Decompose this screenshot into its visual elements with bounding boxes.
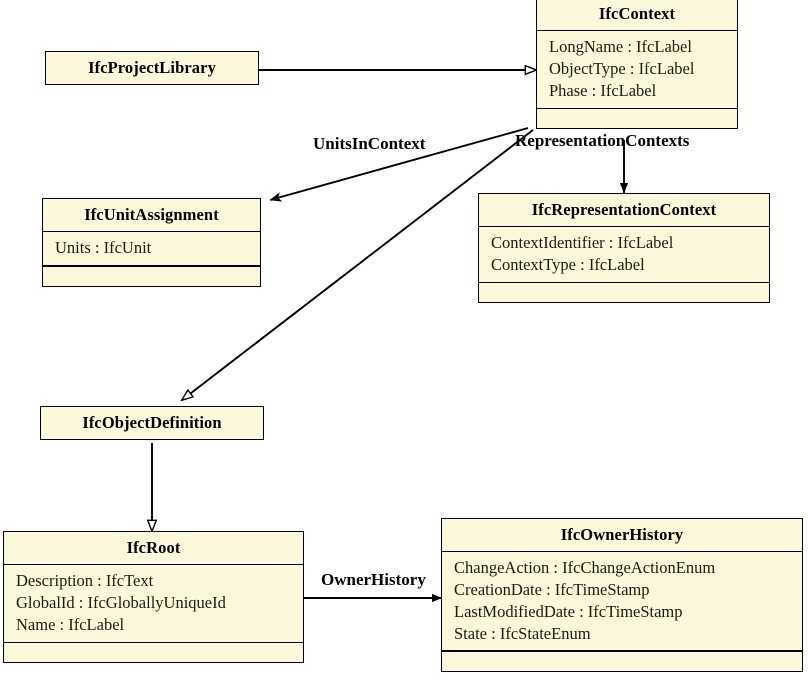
- class-title-ifc-object-definition: IfcObjectDefinition: [82, 413, 222, 432]
- class-separator: [4, 641, 303, 644]
- class-attributes-ifc-unit-assignment: Units : IfcUnit: [43, 232, 260, 265]
- class-separator: [43, 265, 260, 267]
- attribute-row: ContextType : IfcLabel: [491, 255, 645, 275]
- class-box-ifc-object-definition[interactable]: IfcObjectDefinition: [40, 406, 264, 440]
- class-separator: [537, 107, 737, 110]
- class-separator: [479, 281, 769, 284]
- class-box-ifc-unit-assignment[interactable]: IfcUnitAssignment Units : IfcUnit: [42, 198, 261, 287]
- class-attributes-ifc-representation-context: ContextIdentifier : IfcLabel ContextType…: [479, 227, 769, 282]
- class-separator: [4, 564, 303, 566]
- class-operations-ifc-root: [4, 643, 303, 662]
- edge-label-units-in-context: UnitsInContext: [313, 134, 426, 153]
- class-attributes-ifc-owner-history: ChangeAction : IfcChangeActionEnum Creat…: [442, 552, 802, 650]
- attribute-row: LastModifiedDate : IfcTimeStamp: [454, 601, 683, 621]
- class-box-ifc-root[interactable]: IfcRoot Description : IfcText GlobalId :…: [3, 531, 304, 664]
- class-separator: [43, 231, 260, 233]
- attribute-row: CreationDate : IfcTimeStamp: [454, 580, 650, 600]
- class-box-ifc-representation-context[interactable]: IfcRepresentationContext ContextIdentifi…: [478, 193, 770, 304]
- attribute-row: GlobalId : IfcGloballyUniqueId: [16, 593, 226, 613]
- class-box-ifc-context[interactable]: IfcContext LongName : IfcLabel ObjectTyp…: [536, 0, 738, 130]
- class-separator: [537, 30, 737, 32]
- attribute-row: State : IfcStateEnum: [454, 623, 591, 643]
- class-separator: [479, 226, 769, 228]
- attribute-row: Name : IfcLabel: [16, 614, 125, 634]
- attribute-row: ObjectType : IfcLabel: [549, 59, 695, 79]
- class-attributes-ifc-root: Description : IfcText GlobalId : IfcGlob…: [4, 565, 303, 641]
- attribute-row: ChangeAction : IfcChangeActionEnum: [454, 558, 716, 578]
- attribute-row: ContextIdentifier : IfcLabel: [491, 233, 674, 253]
- attribute-row: Units : IfcUnit: [55, 238, 152, 258]
- edge-label-owner-history: OwnerHistory: [321, 570, 426, 589]
- class-title-ifc-root: IfcRoot: [126, 538, 181, 557]
- class-operations-ifc-owner-history: [442, 652, 802, 671]
- class-operations-ifc-context: [537, 109, 737, 128]
- class-title-ifc-owner-history: IfcOwnerHistory: [560, 525, 684, 544]
- class-box-ifc-project-library[interactable]: IfcProjectLibrary: [45, 51, 259, 85]
- class-title-ifc-unit-assignment: IfcUnitAssignment: [84, 205, 219, 224]
- attribute-row: Description : IfcText: [16, 571, 154, 591]
- class-operations-ifc-unit-assignment: [43, 267, 260, 286]
- class-separator: [442, 551, 802, 553]
- attribute-row: Phase : IfcLabel: [549, 80, 657, 100]
- class-title-ifc-project-library: IfcProjectLibrary: [88, 58, 216, 77]
- class-title-ifc-representation-context: IfcRepresentationContext: [531, 200, 717, 219]
- class-separator: [442, 650, 802, 652]
- edge-label-representation-contexts: RepresentationContexts: [515, 131, 690, 150]
- attribute-row: LongName : IfcLabel: [549, 37, 692, 57]
- class-box-ifc-owner-history[interactable]: IfcOwnerHistory ChangeAction : IfcChange…: [441, 518, 803, 672]
- class-attributes-ifc-context: LongName : IfcLabel ObjectType : IfcLabe…: [537, 31, 737, 107]
- class-operations-ifc-representation-context: [479, 283, 769, 302]
- class-title-ifc-context: IfcContext: [598, 4, 676, 23]
